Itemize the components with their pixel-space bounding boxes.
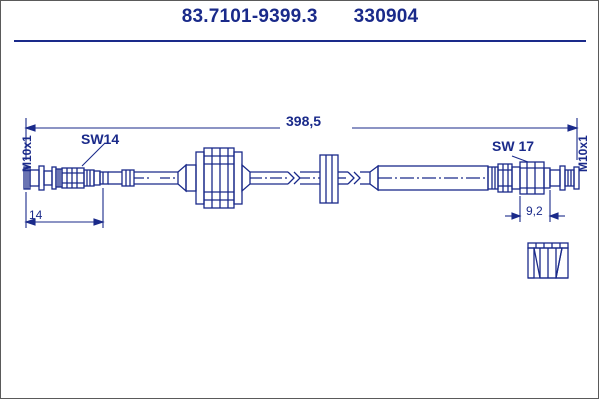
reference-number: 330904 [353, 6, 419, 27]
hose-right-run [360, 164, 499, 192]
label-right-length: 9,2 [526, 204, 543, 218]
left-hex-sw14 [51, 166, 109, 190]
label-total-length-value: 398,5 [286, 113, 322, 129]
label-left-length: 14 [29, 208, 43, 222]
dimension-right-92 [505, 190, 565, 222]
hose-middle-run [250, 154, 361, 204]
label-right-thread: M10x1 [576, 135, 590, 172]
detail-view-nut [527, 242, 569, 279]
left-thread-fitting [23, 165, 53, 191]
label-left-thread: M10x1 [20, 135, 34, 172]
right-thread-fitting [549, 165, 580, 191]
center-bellows [177, 147, 251, 209]
right-hex-sw17 [497, 161, 551, 195]
leader-sw14 [81, 142, 106, 167]
page-title: 83.7101-9399.3 330904 [0, 6, 600, 28]
leader-sw17 [511, 155, 529, 163]
part-number: 83.7101-9399.3 [181, 6, 318, 27]
hose-left-run [108, 169, 178, 187]
dimension-left-14 [24, 188, 105, 228]
label-left-hex: SW14 [81, 131, 120, 147]
title-divider [14, 40, 586, 42]
dimension-total-length [24, 118, 579, 160]
label-right-hex: SW 17 [492, 138, 535, 154]
